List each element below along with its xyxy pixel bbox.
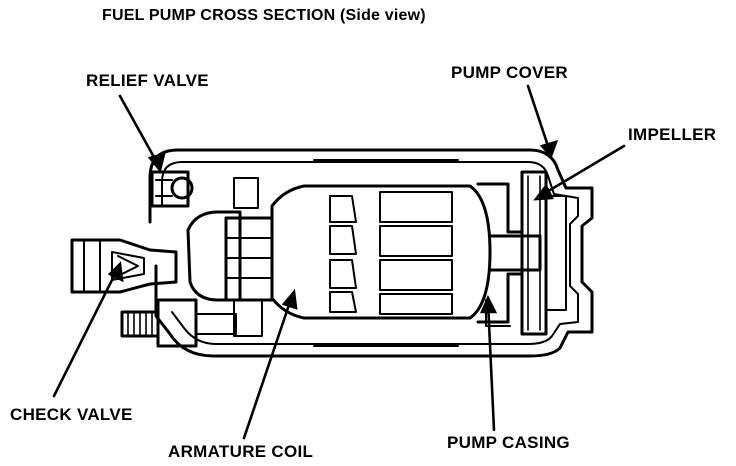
pump-cover-leader: [526, 84, 552, 154]
armature-coil-leader: [242, 294, 294, 440]
impeller-leader: [538, 144, 626, 198]
winding-bar: [379, 259, 453, 291]
winding-slot: [329, 291, 357, 313]
brush-holder: [186, 210, 242, 302]
pump-casing-leader: [486, 300, 496, 432]
relief-valve-ball: [170, 176, 194, 200]
winding-bar: [379, 293, 453, 315]
winding-bar: [379, 191, 453, 223]
label-armature-coil: ARMATURE COIL: [168, 442, 314, 461]
winding-bar: [379, 225, 453, 257]
relief-valve-body: [150, 170, 190, 208]
label-pump-casing: PUMP CASING: [447, 433, 570, 452]
label-check-valve: CHECK VALVE: [10, 405, 133, 424]
winding-slot: [329, 225, 357, 255]
label-impeller: IMPELLER: [628, 125, 717, 144]
pump-housing: [148, 148, 594, 358]
diagram-title: FUEL PUMP CROSS SECTION (Side view): [102, 7, 426, 24]
check-valve-nozzle: [70, 238, 178, 294]
pump-cover-plate: [545, 195, 567, 311]
terminal-block: [156, 298, 198, 348]
winding-slot: [329, 259, 357, 289]
check-valve-leader: [52, 266, 120, 398]
label-relief-valve: RELIEF VALVE: [86, 71, 209, 90]
armature-shaft: [488, 234, 542, 272]
label-pump-cover: PUMP COVER: [451, 63, 568, 82]
impeller-disc: [520, 170, 548, 336]
armature-core: [270, 184, 492, 320]
housing-inner-wall: [161, 161, 579, 345]
winding-slot: [329, 195, 357, 223]
